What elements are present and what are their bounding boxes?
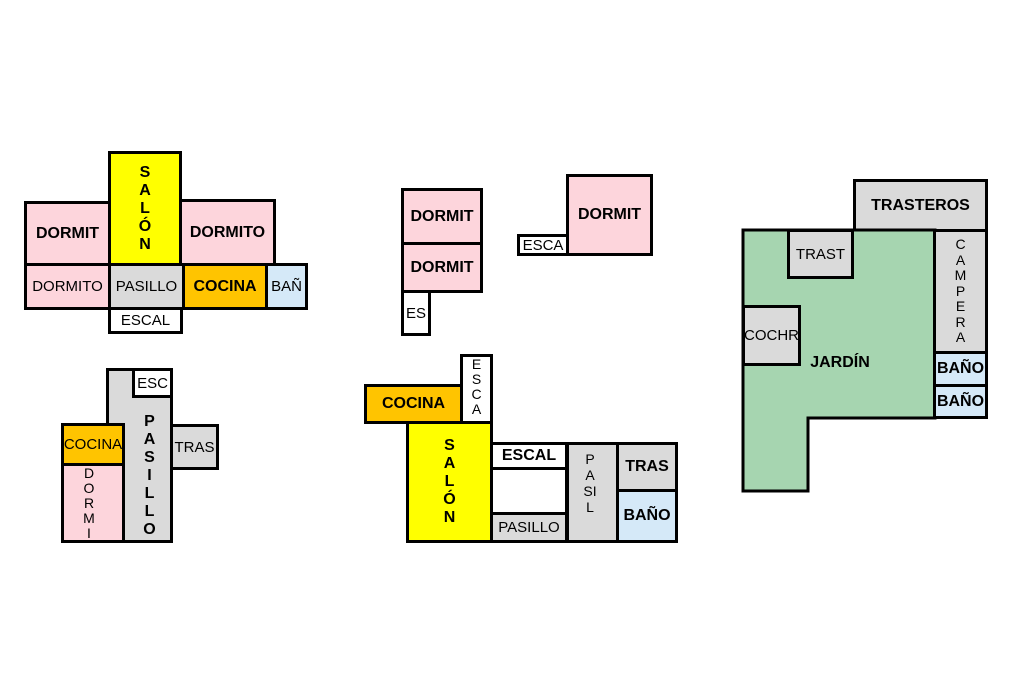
room-pasillo: PASILLO	[490, 512, 568, 543]
room-trastero: TRAS	[616, 442, 678, 492]
room-label: COCHR	[744, 327, 799, 344]
room-cocina: COCINA	[61, 423, 125, 466]
room-label: SALÓN	[443, 437, 456, 526]
room-label: COCINA	[193, 277, 257, 295]
room-label: TRAS	[625, 458, 669, 475]
room-dormitorio: DORMIT	[24, 201, 111, 266]
room-label: JARDÍN	[810, 354, 870, 371]
room-label: ESC	[137, 374, 168, 392]
room-salon: SALÓN	[108, 151, 182, 266]
room-bano: BAÑO	[616, 489, 678, 543]
room-escalera: ES	[401, 290, 431, 336]
room-label: ES	[406, 304, 427, 322]
room-dormitorio: DORMIT	[401, 242, 483, 293]
room-label: PASILLO	[143, 412, 156, 538]
room-label: SALÓN	[138, 163, 152, 253]
room-label: PASILLO	[115, 278, 178, 295]
room-escalera: ESC	[132, 368, 173, 398]
room-salon: SALÓN	[406, 421, 493, 543]
room-label: PASIL	[583, 451, 597, 515]
room-cocina: COCINA	[182, 263, 268, 310]
room-label: PASILLO	[498, 519, 560, 536]
room-label: TRASTEROS	[871, 196, 970, 214]
room-trastero: TRAST	[787, 229, 854, 279]
room-label: BAÑO	[623, 507, 671, 524]
room-label: COCINA	[381, 395, 446, 412]
room-label: BAÑO	[936, 392, 985, 410]
room-label: DORMITO	[32, 278, 103, 295]
room-label: COCINA	[63, 436, 123, 453]
room-label: BAÑO	[936, 360, 985, 377]
room-label: DORMIT	[577, 206, 642, 223]
room-label: CAMPERA	[954, 236, 967, 346]
room-escalera: ESCA	[460, 354, 493, 424]
room-dormitorio: DORMIT	[401, 188, 483, 245]
room-bano: BAÑ	[265, 263, 308, 310]
room-label: TRAST	[795, 245, 846, 263]
room-escalera: ESCAL	[108, 307, 183, 334]
room-label: DORMI	[83, 465, 95, 541]
room-escalera: ESCA	[517, 234, 569, 256]
room-bano: BAÑO	[933, 384, 988, 419]
room-campera: CAMPERA	[933, 229, 988, 354]
room-cochera: COCHR	[742, 305, 801, 366]
room-label: ESCA	[471, 356, 482, 417]
room-bano: BAÑO	[933, 351, 988, 387]
room-label: ESCA	[522, 236, 564, 254]
room-label: ESCAL	[120, 312, 171, 329]
room-label: DORMIT	[410, 207, 474, 225]
room-dormitorio: DORMI	[61, 463, 125, 543]
room-trastero: TRAS	[170, 424, 219, 470]
room-label: DORMIT	[35, 224, 100, 242]
room-jardin: JARDÍN	[790, 345, 890, 381]
room-cocina: COCINA	[364, 384, 463, 424]
room-label: TRAS	[174, 438, 215, 456]
room-label: BAÑ	[271, 278, 302, 295]
room-label: ESCAL	[501, 447, 557, 464]
room-label: DORMITO	[189, 223, 266, 241]
room-dormitorio: DORMIT	[566, 174, 653, 256]
room-label: DORMIT	[410, 258, 474, 276]
